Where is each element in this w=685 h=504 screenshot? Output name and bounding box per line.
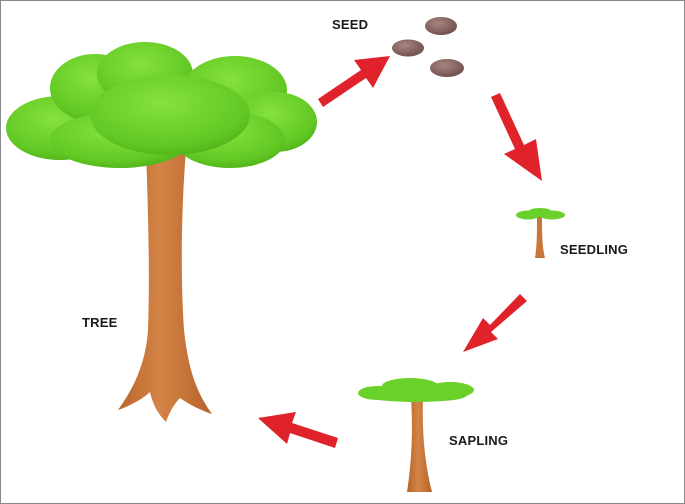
cycle-arrows — [258, 56, 542, 448]
seeds-illustration — [392, 17, 464, 77]
label-tree: TREE — [82, 315, 118, 330]
seedling-leaves — [516, 208, 565, 220]
sapling-canopy — [358, 378, 474, 402]
seed-3 — [430, 59, 464, 77]
arrow-sapling-to-tree — [258, 412, 338, 448]
label-seed: SEED — [332, 17, 369, 32]
label-seedling: SEEDLING — [560, 242, 629, 257]
tree-canopy — [6, 42, 317, 168]
seed-1 — [425, 17, 457, 35]
sapling-trunk — [407, 396, 432, 492]
seedling-stem — [535, 216, 545, 258]
label-sapling: SAPLING — [449, 433, 509, 448]
sapling-illustration — [358, 378, 474, 492]
tree-trunk — [118, 150, 212, 422]
seed-2 — [392, 39, 424, 57]
seedling-illustration — [516, 208, 565, 258]
tree-illustration — [6, 42, 317, 422]
arrow-seedling-to-sapling — [463, 294, 527, 352]
arrow-seed-to-seedling — [491, 93, 542, 181]
arrow-tree-to-seed — [318, 56, 390, 107]
